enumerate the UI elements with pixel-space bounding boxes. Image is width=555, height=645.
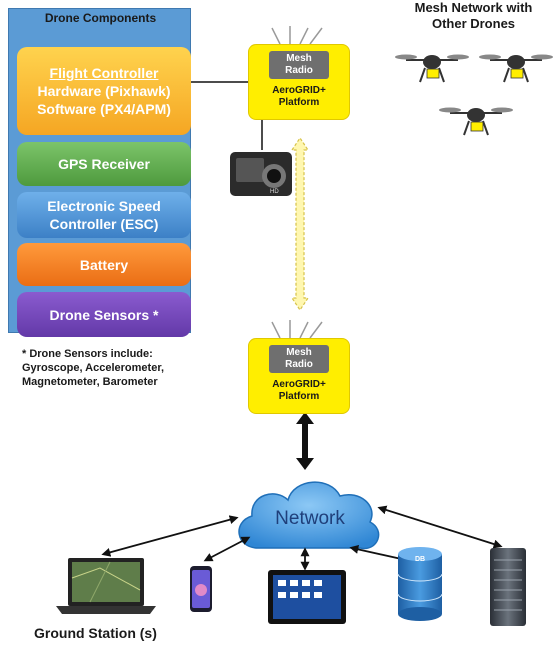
network-label: Network — [275, 508, 345, 529]
drone-components-panel: Drone Components Flight Controller Hardw… — [8, 8, 191, 337]
wireless-link-arrow — [290, 136, 310, 312]
sensors-label: Drone Sensors * — [49, 306, 159, 323]
platform-top-label: AeroGRID+ Platform — [249, 85, 349, 109]
bottom-antennas — [271, 320, 323, 339]
top-antennas — [271, 26, 323, 45]
sensor-note-line1: * Drone Sensors include: — [22, 348, 153, 360]
tablet-icon — [268, 570, 346, 624]
mesh-title-line1: Mesh Network with — [414, 0, 533, 15]
radio-bottom-line2: Radio — [285, 359, 313, 370]
battery-label: Battery — [79, 256, 129, 273]
battery-block: Battery — [17, 243, 191, 286]
hd-camera-icon: HD — [230, 152, 292, 196]
flight-controller-block: Flight Controller Hardware (Pixhawk) Sof… — [17, 47, 191, 135]
aerogrid-platform-top: Mesh Radio AeroGRID+ Platform — [248, 44, 350, 120]
platform-bottom-label: AeroGRID+ Platform — [249, 379, 349, 403]
ground-station-label: Ground Station (s) — [34, 625, 157, 641]
database-label: DB — [414, 556, 426, 563]
sensor-note-line3: Magnetometer, Barometer — [22, 376, 158, 388]
flight-controller-software: Software (PX4/APM) — [37, 101, 171, 117]
flight-controller-hardware: Hardware (Pixhawk) — [37, 83, 171, 99]
sensor-note: * Drone Sensors include: Gyroscope, Acce… — [22, 347, 222, 389]
database-icon — [397, 547, 443, 621]
gps-block: GPS Receiver — [17, 142, 191, 186]
smartphone-icon — [190, 566, 212, 612]
drone-icon — [479, 54, 553, 83]
gps-label: GPS Receiver — [58, 156, 150, 172]
laptop-icon — [56, 558, 156, 614]
radio-bottom-line1: Mesh — [286, 347, 312, 358]
radio-top-line2: Radio — [285, 65, 313, 76]
platform-bottom-line1: AeroGRID+ — [272, 379, 326, 390]
radio-top-line1: Mesh — [286, 53, 312, 64]
platform-top-line2: Platform — [278, 97, 320, 108]
mesh-radio-bottom: Mesh Radio — [269, 345, 329, 373]
drone-icon — [395, 54, 469, 83]
esc-label-line2: Controller (ESC) — [49, 216, 159, 232]
server-icon — [490, 548, 526, 626]
camera-label: HD — [270, 189, 279, 195]
components-title: Drone Components — [44, 11, 157, 25]
network-cloud-icon — [238, 481, 380, 550]
platform-network-arrow — [296, 412, 314, 470]
platform-top-line1: AeroGRID+ — [272, 85, 326, 96]
esc-label-line1: Electronic Speed — [47, 198, 161, 214]
mesh-network-title: Mesh Network with Other Drones — [392, 0, 555, 32]
sensors-block: Drone Sensors * — [17, 292, 191, 337]
aerogrid-platform-bottom: Mesh Radio AeroGRID+ Platform — [248, 338, 350, 414]
mesh-title-line2: Other Drones — [431, 16, 516, 31]
drone-icon — [439, 107, 513, 136]
platform-bottom-line2: Platform — [278, 391, 320, 402]
mesh-radio-top: Mesh Radio — [269, 51, 329, 79]
network-links — [101, 505, 503, 571]
esc-block: Electronic Speed Controller (ESC) — [17, 192, 191, 238]
flight-controller-heading: Flight Controller — [49, 65, 159, 81]
sensor-note-line2: Gyroscope, Accelerometer, — [22, 362, 165, 374]
